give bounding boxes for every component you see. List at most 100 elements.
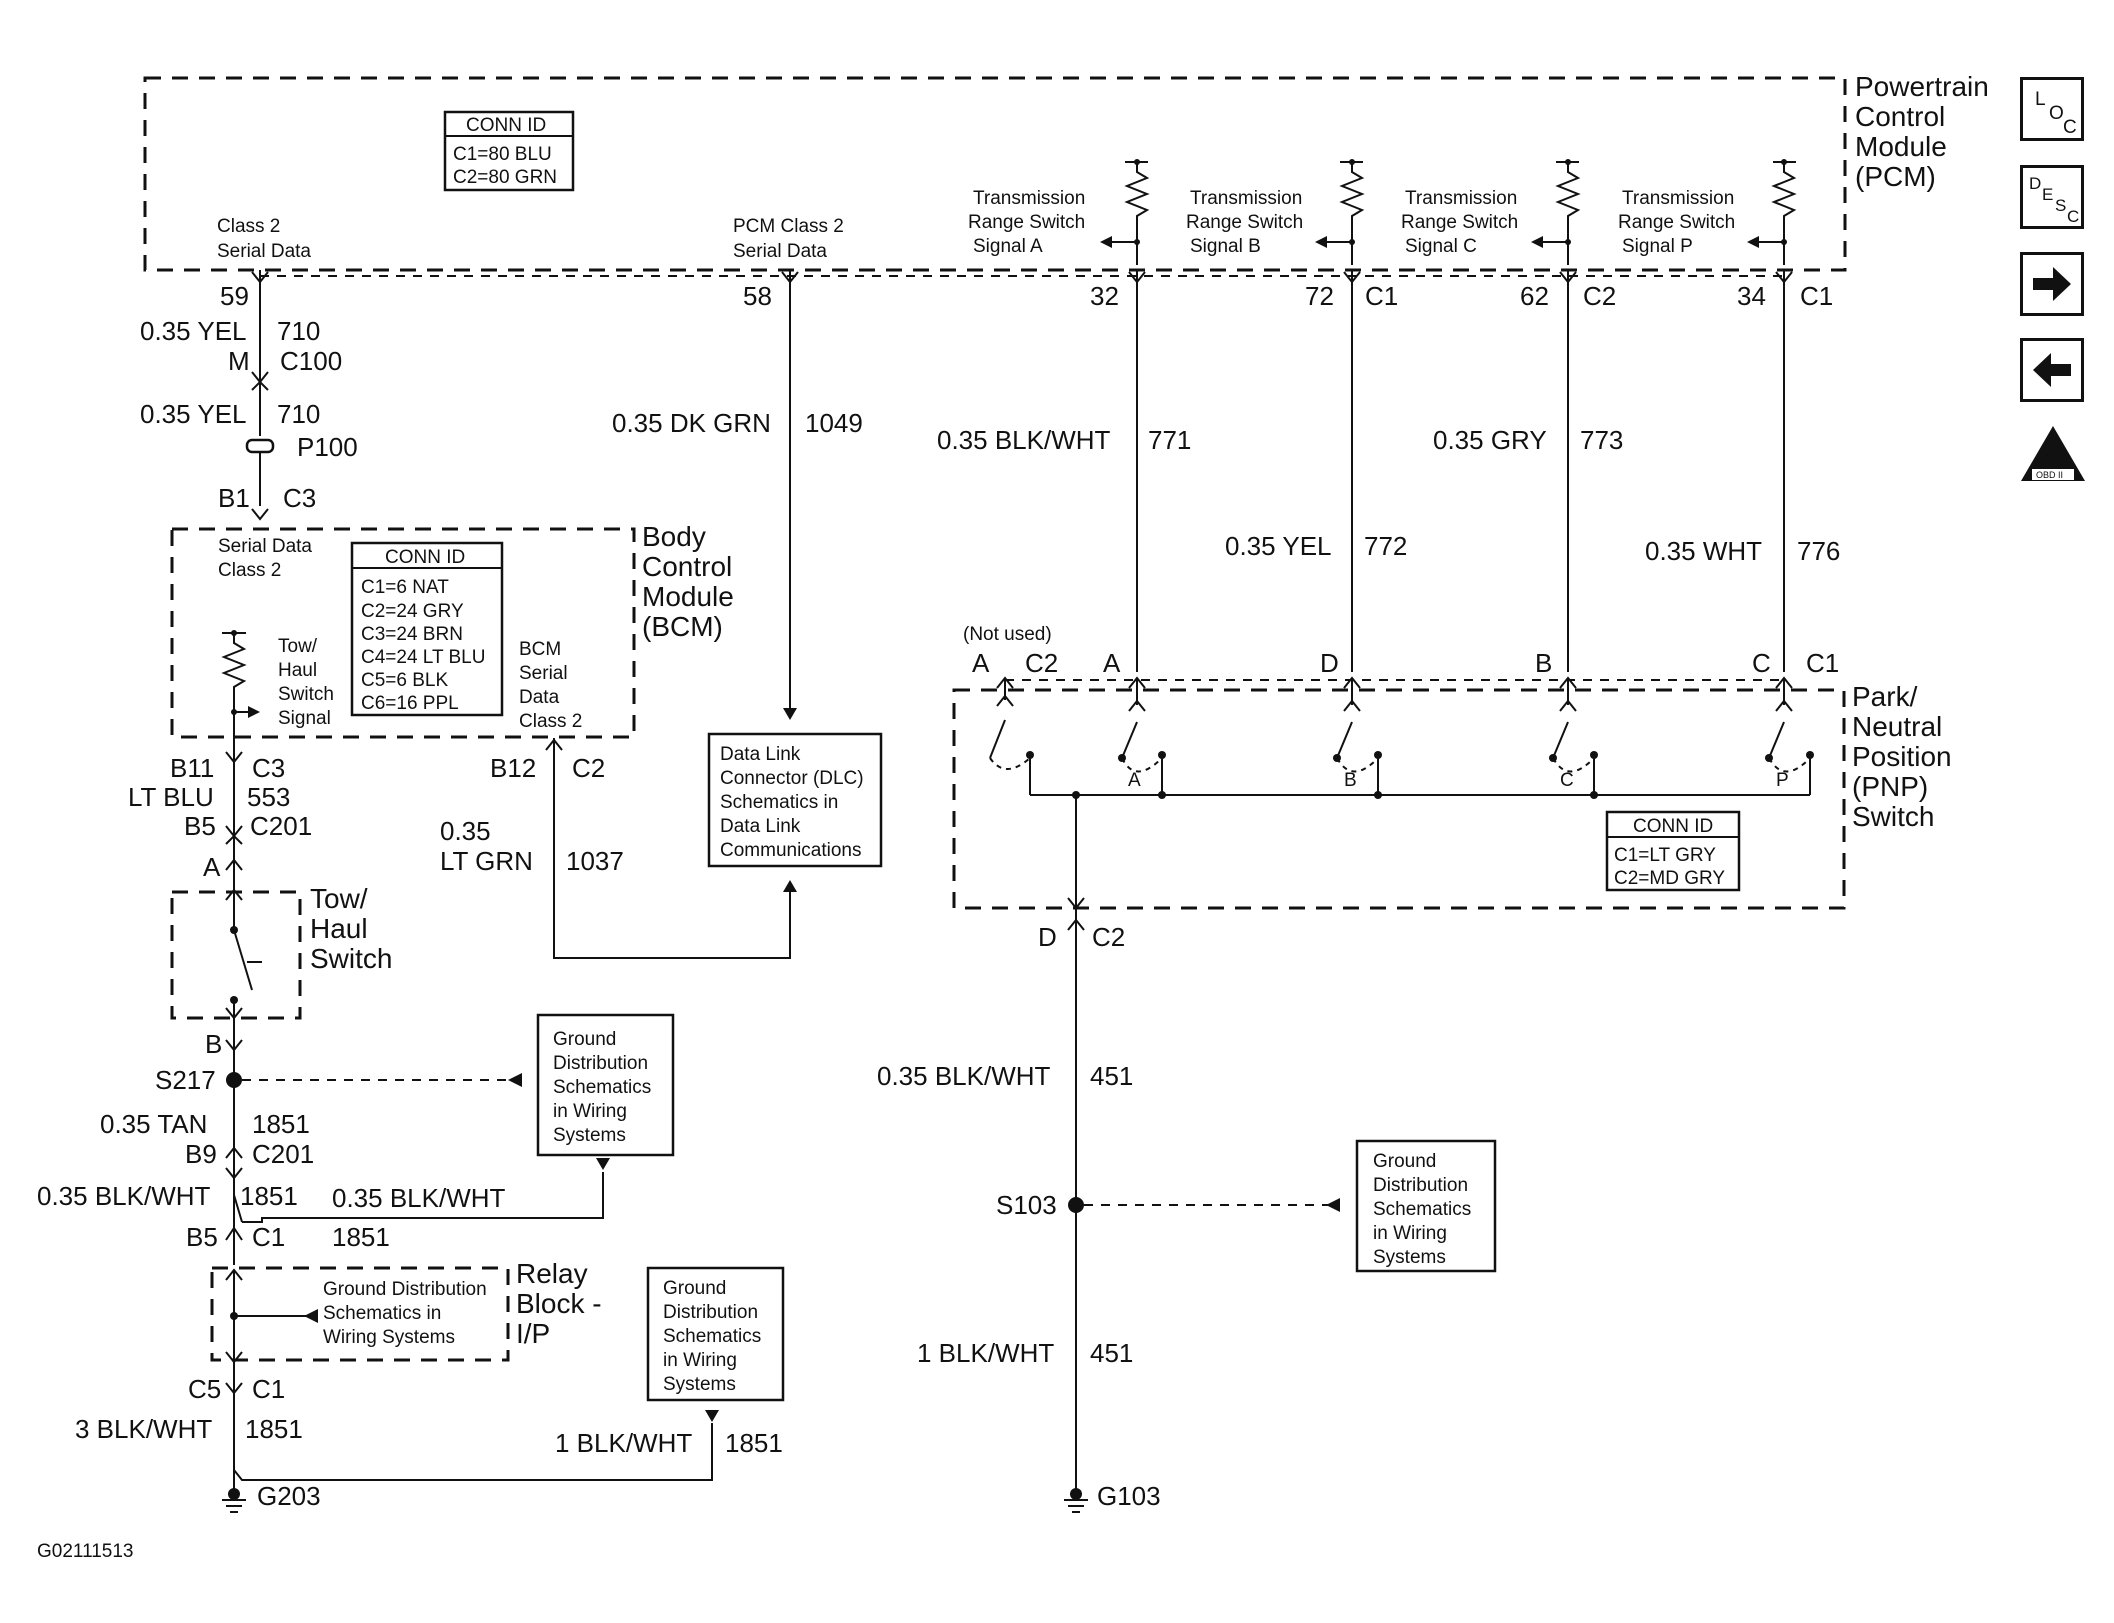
- circuit-number: 1037: [566, 846, 624, 876]
- connector-label: B12: [490, 753, 536, 783]
- bcm-name-line: Control: [642, 551, 732, 582]
- connector-label: C2: [1025, 648, 1058, 678]
- wire-color: 0.35 BLK/WHT: [37, 1181, 211, 1211]
- connector-label: D: [1038, 922, 1057, 952]
- conn-id-line: C6=16 PPL: [361, 693, 459, 714]
- bcm-pullup-resistor: [221, 630, 260, 740]
- tow-signal-label: Signal: [278, 708, 331, 729]
- connector-label: A: [203, 852, 221, 882]
- circuit-number: 771: [1148, 425, 1191, 455]
- circuit-number: 773: [1580, 425, 1623, 455]
- wire-color: 0.35 YEL: [140, 316, 247, 346]
- circuit-number: 1851: [332, 1222, 390, 1252]
- connector-label: C1: [1806, 648, 1839, 678]
- connector-label: M: [228, 346, 250, 376]
- connector-label: C2: [1092, 922, 1125, 952]
- relay-gd-label: Wiring Systems: [323, 1327, 455, 1348]
- ref-label: Distribution: [553, 1053, 648, 1074]
- ground-distribution-ref-2: Ground Distribution Schematics in Wiring…: [646, 1266, 785, 1402]
- wire-color: 3 BLK/WHT: [75, 1414, 212, 1444]
- pnp-switch-module: Park/ Neutral Position (PNP) Switch: [952, 676, 1952, 910]
- pin-label: 62: [1520, 281, 1549, 311]
- desc-letter: S: [2055, 196, 2066, 215]
- lower-left-circuit: B11 C3 LT BLU 553 B5 C201 A Tow/ Haul Sw…: [37, 740, 785, 1513]
- wire-color: 0.35 WHT: [1645, 536, 1762, 566]
- trs-a-label: Range Switch: [968, 212, 1085, 233]
- trs-b-label: Transmission: [1190, 188, 1302, 209]
- pin-label: C: [1752, 648, 1771, 678]
- location-button[interactable]: L O C: [2020, 77, 2084, 141]
- ref-label: Schematics: [1373, 1199, 1471, 1220]
- pnp-name-line: Switch: [1852, 801, 1934, 832]
- connector-label: C201: [250, 811, 312, 841]
- conn-id-title: CONN ID: [1633, 816, 1713, 837]
- bcm-serial-label: Class 2: [519, 711, 582, 732]
- trs-b-label: Range Switch: [1186, 212, 1303, 233]
- bcm-name-line: (BCM): [642, 611, 723, 642]
- connector-label: C1: [1800, 281, 1833, 311]
- circuit-number: 776: [1797, 536, 1840, 566]
- ref-label: Schematics: [553, 1077, 651, 1098]
- ground-label: G203: [257, 1481, 321, 1511]
- pcm-class2-label: PCM Class 2: [733, 216, 844, 237]
- tow-switch-label: Switch: [310, 943, 392, 974]
- pcm-module: Powertrain Control Module (PCM) CONN ID …: [143, 71, 1989, 311]
- connector-label: C1: [252, 1222, 285, 1252]
- next-page-button[interactable]: [2020, 252, 2084, 316]
- pcm-name-line: (PCM): [1855, 161, 1936, 192]
- wire-color: 0.35 TAN: [100, 1109, 207, 1139]
- connector-label: B11: [170, 753, 214, 783]
- conn-id-line: C5=6 BLK: [361, 670, 448, 691]
- dlc-label: Data Link: [720, 816, 801, 837]
- pnp-switch-contacts: A B C: [989, 676, 1814, 799]
- trs-b-label: Signal B: [1190, 236, 1261, 257]
- relay-block: Ground Distribution Schematics in Wiring…: [210, 1266, 510, 1364]
- connector-label: C3: [252, 753, 285, 783]
- circuit-number: 1851: [245, 1414, 303, 1444]
- obd-roman: II: [2045, 449, 2055, 469]
- obd-text: OBD II: [2036, 470, 2063, 480]
- circuit-number: 1851: [252, 1109, 310, 1139]
- wire-color: 0.35 YEL: [140, 399, 247, 429]
- right-circuits: 0.35 BLK/WHT 771 0.35 GRY 773 0.35 YEL 7…: [260, 270, 1952, 1513]
- connector-label: C2: [1583, 281, 1616, 311]
- connector-label: C201: [252, 1139, 314, 1169]
- trs-p-label: Transmission: [1622, 188, 1734, 209]
- dlc-reference: Data Link Connector (DLC) Schematics in …: [707, 732, 883, 868]
- pullup-resistor-c: [1531, 159, 1581, 265]
- loc-letter: L: [2035, 89, 2046, 110]
- pin-label: 59: [220, 281, 249, 311]
- connector-label: C2: [572, 753, 605, 783]
- obd-ii-button[interactable]: II OBD II: [2018, 423, 2088, 487]
- tow-haul-switch: [170, 888, 302, 1020]
- pin-label: A: [972, 648, 990, 678]
- conn-id-line: C1=80 BLU: [453, 144, 552, 165]
- middle-circuit: 0.35 DK GRN 1049 Data Link Connector (DL…: [440, 270, 883, 959]
- switch-contact-b: B: [1333, 721, 1382, 795]
- circuit-number: 1851: [725, 1428, 783, 1458]
- circuit-number: 553: [247, 782, 290, 812]
- dlc-label: Communications: [720, 840, 862, 861]
- relay-block-label: Block -: [516, 1288, 602, 1319]
- bcm-module: Body Control Module (BCM) Serial Data Cl…: [170, 521, 734, 740]
- pin-label: 72: [1305, 281, 1334, 311]
- relay-gd-label: Ground Distribution: [323, 1279, 487, 1300]
- connector-label: B5: [184, 811, 216, 841]
- tow-signal-label: Tow/: [278, 636, 318, 657]
- tow-switch-label: Tow/: [310, 883, 368, 914]
- connector-label: C3: [283, 483, 316, 513]
- conn-id-line: C1=6 NAT: [361, 577, 449, 598]
- description-button[interactable]: D E S C: [2020, 165, 2084, 229]
- ref-label: in Wiring: [553, 1101, 627, 1122]
- connector-label: B5: [186, 1222, 218, 1252]
- wire-color: 0.35 YEL: [1225, 531, 1332, 561]
- ref-label: in Wiring: [663, 1350, 737, 1371]
- previous-page-button[interactable]: [2020, 338, 2084, 402]
- tow-switch-label: Haul: [310, 913, 368, 944]
- ref-label: Ground: [553, 1029, 616, 1050]
- trs-c-label: Transmission: [1405, 188, 1517, 209]
- figure-id: G02111513: [37, 1541, 134, 1562]
- ground-distribution-ref-3: Ground Distribution Schematics in Wiring…: [1355, 1139, 1497, 1273]
- switch-contact-p: P: [1765, 721, 1814, 795]
